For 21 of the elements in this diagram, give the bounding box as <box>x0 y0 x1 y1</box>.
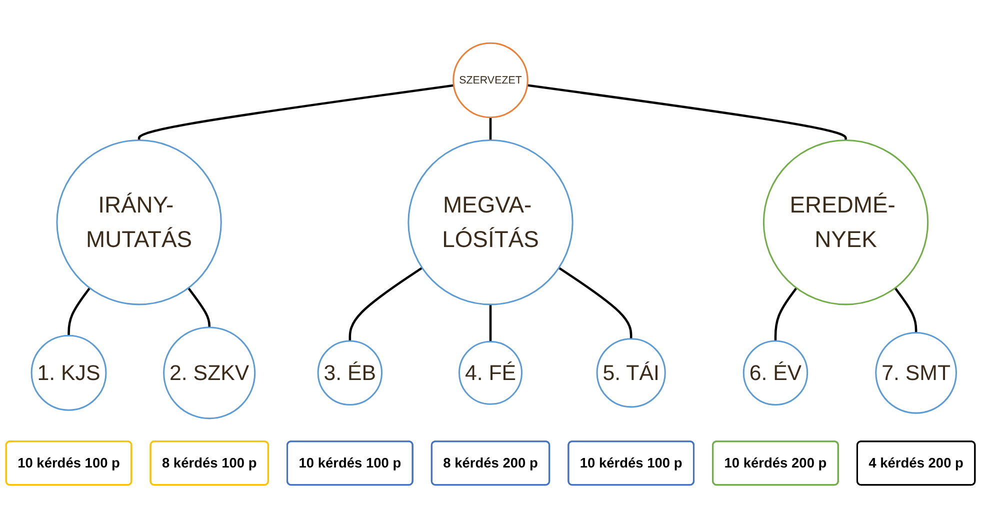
node-circle: SZERVEZET <box>452 42 528 118</box>
connector <box>68 287 91 336</box>
node-circle: 7. SMT <box>875 332 957 414</box>
node-circle: 1. KJS <box>30 334 107 411</box>
connector <box>774 287 798 342</box>
connector <box>489 304 492 342</box>
node-circle: EREDMÉ- NYEK <box>762 140 929 306</box>
node-circle: IRÁNY- MUTATÁS <box>56 140 222 306</box>
node-circle: 6. ÉV <box>742 340 808 406</box>
connector <box>489 117 492 140</box>
connector <box>558 266 632 339</box>
node-circle: 5. TÁI <box>596 338 666 408</box>
node-circle: 3. ÉB <box>317 340 383 406</box>
connector <box>894 287 918 333</box>
connector <box>187 287 210 328</box>
node-circle: MEGVA- LÓSÍTÁS <box>408 140 574 306</box>
connector <box>138 84 454 140</box>
node-circle: 4. FÉ <box>458 340 523 405</box>
node-circle: 2. SZKV <box>163 326 256 420</box>
connector <box>348 266 423 342</box>
connector <box>527 84 847 140</box>
